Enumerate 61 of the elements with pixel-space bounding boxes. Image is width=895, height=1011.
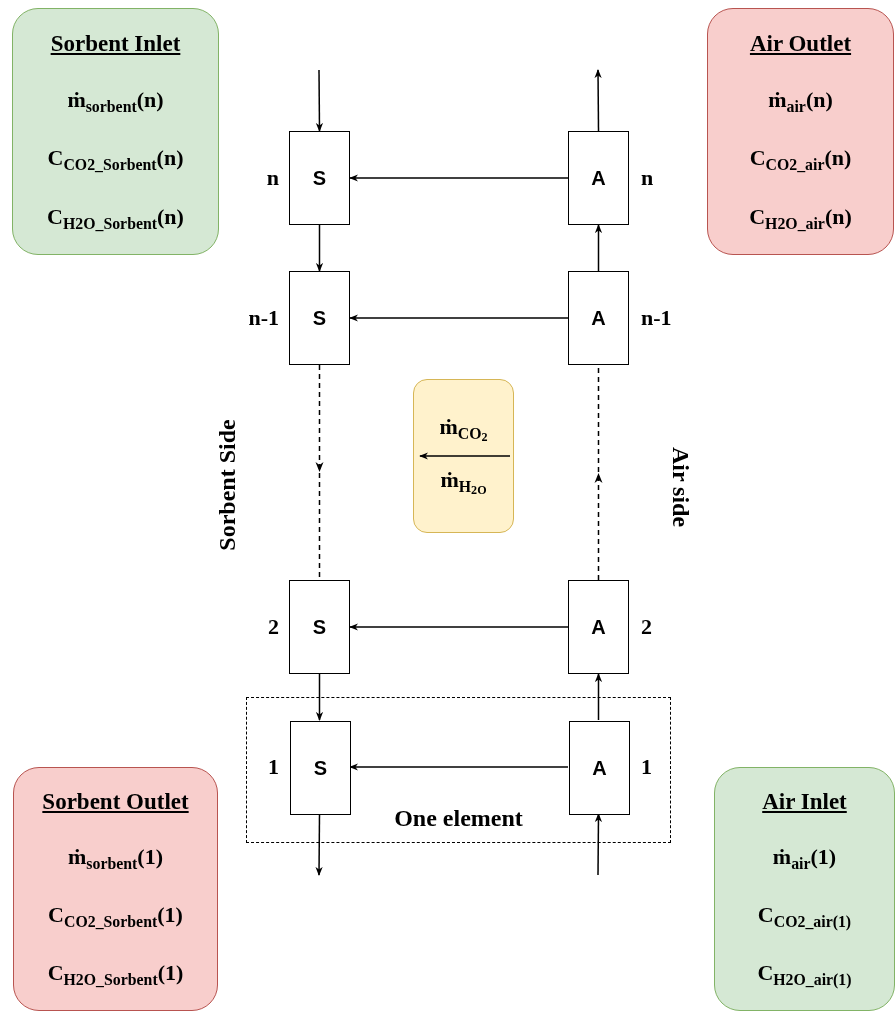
element-box xyxy=(289,131,350,225)
variable-label: C$_{H2O_Sorbent}$(1) xyxy=(47,961,184,989)
variable-label: ṁ$_{air}$(1) xyxy=(772,845,837,873)
side-label: Air side xyxy=(666,446,694,528)
row-label: n xyxy=(641,165,654,191)
arrow xyxy=(349,174,569,182)
variable-label: C$_{H2O_air}$(n) xyxy=(749,205,852,233)
stream-panel xyxy=(707,8,894,255)
element-letter: S xyxy=(312,306,327,330)
panel-heading: Sorbent Outlet xyxy=(42,789,189,815)
variable-label: C$_{CO2_air(1)}$ xyxy=(757,903,852,931)
element-box xyxy=(568,131,629,225)
arrow xyxy=(315,813,323,876)
variable-label: ṁ$_{sorbent}$(1) xyxy=(68,845,163,873)
variable-label: C$_{H2O_Sorbent}$(n) xyxy=(47,205,184,233)
arrow xyxy=(315,224,324,272)
element-box xyxy=(569,721,630,815)
element-letter: A xyxy=(591,166,606,190)
arrow xyxy=(349,623,569,631)
element-letter: A xyxy=(591,615,606,639)
stream-panel xyxy=(13,767,218,1011)
variable-label: C$_{H2O_air(1)}$ xyxy=(757,961,852,989)
row-label: 2 xyxy=(641,614,652,640)
row-label: n xyxy=(266,165,279,191)
variable-label: ṁ$_{sorbent}$(n) xyxy=(67,87,164,115)
transfer-box xyxy=(413,379,514,533)
row-label: n-1 xyxy=(641,305,672,331)
row-label: n-1 xyxy=(248,305,279,331)
element-letter: S xyxy=(313,756,328,780)
arrow xyxy=(594,69,602,132)
variable-label: C$_{CO2_air}$(n) xyxy=(749,146,852,174)
side-label: Sorbent Side xyxy=(213,419,241,551)
group-label: One element xyxy=(394,805,523,832)
row-label: 1 xyxy=(641,754,652,780)
element-box xyxy=(289,271,350,365)
element-box xyxy=(568,580,629,674)
variable-label: ṁ$_{air}$(n) xyxy=(768,87,833,115)
element-group xyxy=(246,697,671,843)
variable-label: C$_{CO2_Sorbent}$(n) xyxy=(47,146,184,174)
element-box xyxy=(289,580,350,674)
panel-heading: Air Outlet xyxy=(749,30,852,57)
arrow xyxy=(594,224,603,272)
arrow xyxy=(315,673,324,721)
element-box xyxy=(290,721,351,815)
arrow xyxy=(349,314,569,322)
row-label: 1 xyxy=(268,754,279,780)
arrow xyxy=(349,763,569,771)
variable-label: C$_{CO2_Sorbent}$(1) xyxy=(48,903,183,931)
element-box xyxy=(568,271,629,365)
element-letter: A xyxy=(592,756,607,780)
stream-panel xyxy=(714,767,895,1011)
panel-heading: Air Inlet xyxy=(762,789,847,815)
stream-panel xyxy=(12,8,219,255)
arrow xyxy=(315,69,324,132)
element-letter: S xyxy=(312,166,327,190)
element-letter: S xyxy=(312,615,327,639)
arrow xyxy=(594,813,603,876)
row-label: 2 xyxy=(268,614,279,640)
arrow xyxy=(594,673,603,721)
panel-heading: Sorbent Inlet xyxy=(50,30,181,57)
element-letter: A xyxy=(591,306,606,330)
